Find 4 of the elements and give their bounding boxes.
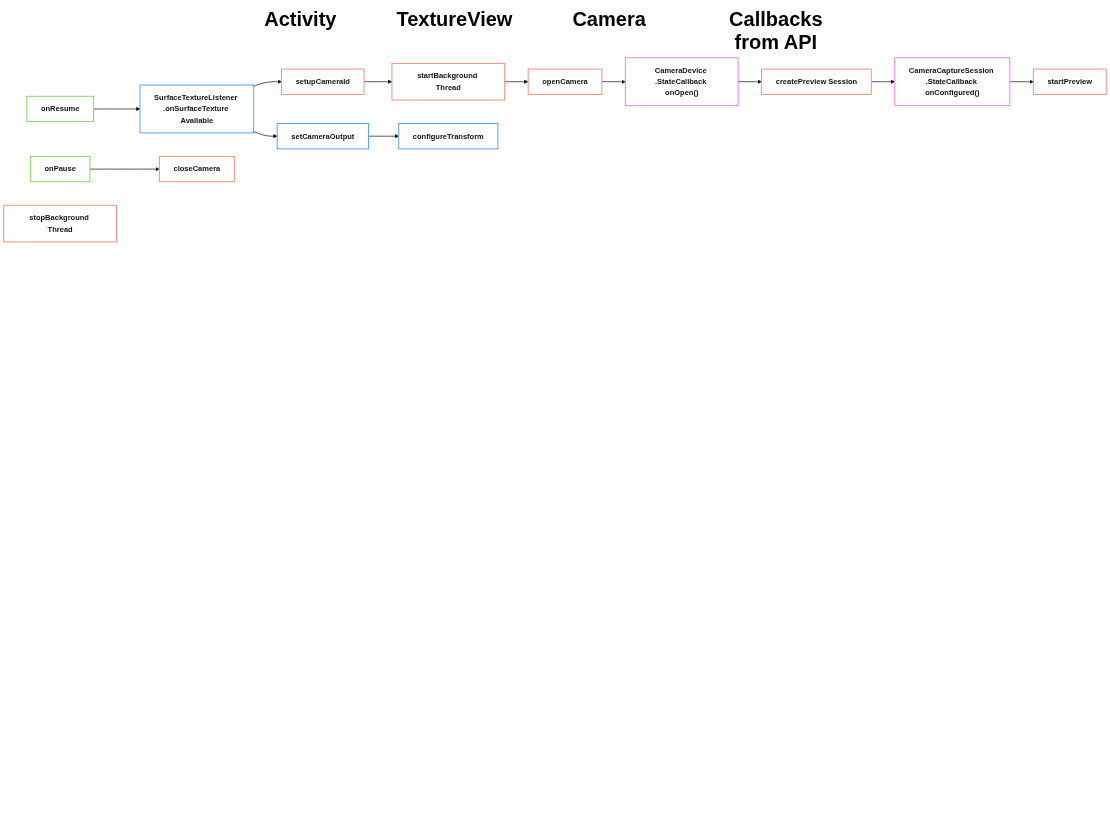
column-heading: Callbacks from API	[728, 8, 824, 54]
column-heading: Activity	[264, 8, 337, 32]
column-heading: TextureView	[396, 8, 513, 32]
column-heading: Camera	[572, 8, 646, 32]
